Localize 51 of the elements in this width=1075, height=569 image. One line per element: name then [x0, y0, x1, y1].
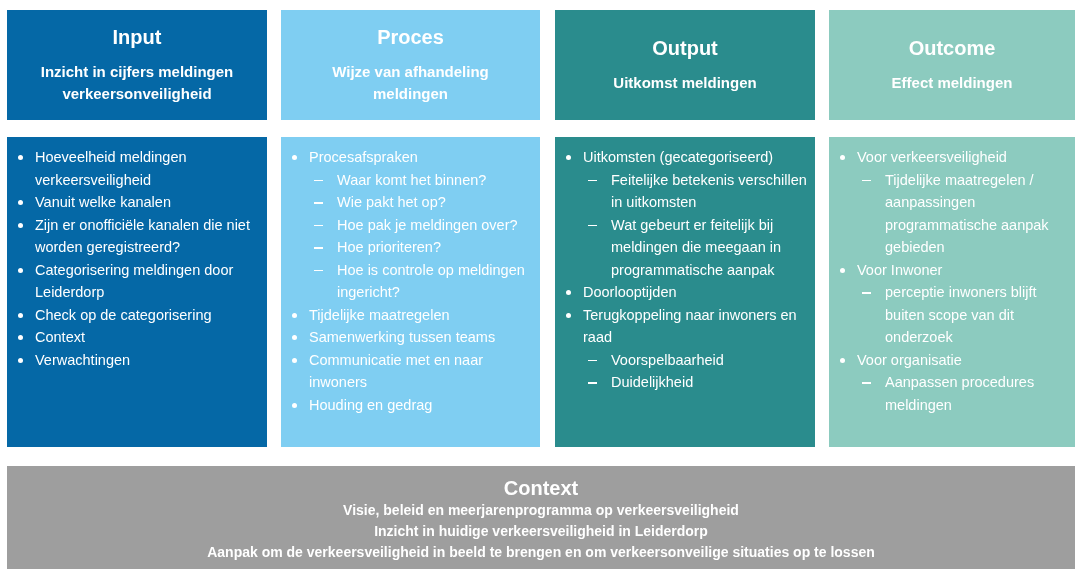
column-header	[829, 10, 1075, 120]
bullet-list-panel	[281, 137, 540, 447]
list-item: Check op de categorisering	[35, 306, 212, 323]
sub-list-item: Feitelijke betekenis verschillen in uitkomsten	[611, 171, 807, 210]
sub-list-item: Hoe prioriteren?	[337, 239, 441, 255]
context-panel	[7, 466, 1075, 569]
list-item: Tijdelijke maatregelen	[309, 306, 450, 323]
list-item: Procesafspraken	[309, 149, 418, 165]
column-title: Input	[112, 25, 162, 49]
column-subtitle: Uitkomst meldingen	[613, 72, 757, 93]
list-item: Hoeveelheid meldingen verkeersveiligheid	[35, 149, 187, 188]
list-item: Categorisering meldingen door Leiderdorp	[35, 261, 234, 300]
list-item: Voor organisatie	[857, 351, 962, 368]
column-title: Outcome	[908, 36, 996, 60]
list-item: Uitkomsten (gecategoriseerd)	[583, 149, 774, 165]
sub-list-item: Wat gebeurt er feitelijk bij meldingen die meegaan in programmatische aanpak	[611, 216, 782, 278]
list-item: Communicatie met en naar inwoners	[309, 351, 484, 390]
panel-title: Context	[502, 476, 580, 500]
column-subtitle: Inzicht in cijfers meldingen verkeersonveiligheid	[39, 61, 235, 104]
list-item: Terugkoppeling naar inwoners en raad	[583, 306, 797, 345]
list-item: Zijn er onofficiële kanalen die niet worden geregistreerd?	[35, 216, 250, 255]
column-title: Output	[652, 36, 718, 60]
bullet-list-panel	[829, 137, 1075, 447]
sub-list-item: Voorspelbaarheid	[611, 351, 724, 368]
list-item: Samenwerking tussen teams	[309, 329, 496, 345]
list-item: Verwachtingen	[35, 351, 131, 368]
column-header	[555, 10, 815, 120]
column-subtitle: Wijze van afhandeling meldingen	[331, 61, 490, 104]
sub-list-item: Aanpassen procedures meldingen	[885, 374, 1035, 413]
context-line: Aanpak om de verkeersveiligheid in beeld te brengen en om verkeersonveilige situaties op te lossen	[206, 543, 876, 562]
sub-list-item: Duidelijkheid	[611, 374, 694, 390]
bullet-list-panel	[7, 137, 267, 447]
context-line: Visie, beleid en meerjarenprogramma op verkeersveiligheid	[342, 501, 740, 520]
column-subtitle: Effect meldingen	[891, 72, 1013, 93]
sub-list-item: Hoe pak je meldingen over?	[337, 216, 518, 233]
list-item: Houding en gedrag	[309, 396, 433, 413]
bullet-list-panel	[555, 137, 815, 447]
sub-list-item: Tijdelijke maatregelen / aanpassingen programmatische aanpak gebieden	[885, 171, 1049, 255]
context-line: Inzicht in huidige verkeersveiligheid in Leiderdorp	[373, 522, 709, 541]
column-header	[7, 10, 267, 120]
list-item: Context	[35, 329, 85, 345]
sub-list-item: Waar komt het binnen?	[337, 171, 487, 188]
sub-list-item: Wie pakt het op?	[337, 194, 446, 210]
list-item: Doorlooptijden	[583, 284, 677, 300]
column-title: Proces	[377, 25, 444, 49]
sub-list-item: Hoe is controle op meldingen ingericht?	[337, 261, 525, 300]
column-header	[281, 10, 540, 120]
list-item: Voor verkeersveiligheid	[857, 149, 1007, 165]
list-item: Vanuit welke kanalen	[35, 194, 171, 210]
sub-list-item: perceptie inwoners blijft buiten scope van dit onderzoek	[885, 284, 1037, 345]
list-item: Voor Inwoner	[857, 261, 943, 278]
